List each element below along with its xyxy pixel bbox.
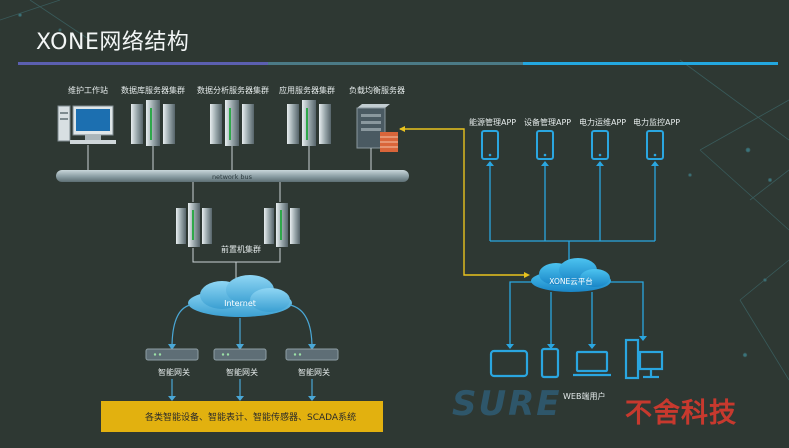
web-arrowheads [506,336,647,349]
apps-cloud-tree [489,163,656,262]
header-bar-teal [268,62,523,65]
cloud-arrowhead [524,272,530,278]
lb-arrowhead [399,126,405,132]
app-phone-buttons [488,153,657,157]
front-cluster-right-icon [264,203,300,247]
web-users-label: WEB端用户 [563,392,606,401]
app-phone-icons [481,130,664,160]
network-bus-label: network bus [212,173,253,181]
app-server-cluster-icon [287,100,331,146]
header-bar-blue [523,62,778,65]
cloud-web-lines [509,281,644,348]
analysis-cluster-label: 数据分析服务器集群 [197,86,269,95]
front-cluster-connectors [192,182,281,282]
gateway-label-3: 智能网关 [298,368,330,377]
internet-label: Internet [224,299,256,308]
network-bus [56,170,409,182]
watermark-sure: SURE [452,384,562,424]
lb-server-label: 负载均衡服务器 [349,86,405,95]
front-cluster-label: 前置机集群 [221,245,261,254]
app-cluster-label: 应用服务器集群 [279,86,335,95]
app-label-energy: 能源管理APP [469,118,517,127]
watermark-company: 不舍科技 [625,398,737,429]
gateway-icon-1 [145,348,199,361]
background-network-decoration [0,0,789,381]
app-label-ops: 电力运维APP [579,118,627,127]
gateway-label-2: 智能网关 [226,368,258,377]
db-cluster-label: 数据库服务器集群 [121,86,185,95]
workstation-icon [57,105,116,144]
front-cluster-left-icon [176,203,212,247]
lb-cloud-link [400,128,528,276]
devices-box: 各类智能设备、智能表计、智能传感器、SCADA系统 [101,401,383,432]
xone-cloud-icon [531,258,611,292]
load-balancer-server-icon [356,104,398,152]
analysis-server-cluster-icon [210,100,254,146]
bus-connectors [87,145,372,170]
gateway-device-arrowheads [168,396,316,401]
app-label-equipment: 设备管理APP [524,118,572,127]
web-device-icons [489,338,664,380]
db-server-cluster-icon [131,100,175,146]
workstation-label: 维护工作站 [68,86,108,95]
gateway-label-1: 智能网关 [158,368,190,377]
apps-arrowheads [486,161,659,166]
internet-gateway-arrows [171,304,313,349]
arrow-heads [168,344,316,350]
app-label-monitor: 电力监控APP [633,118,681,127]
internet-cloud-icon [188,275,292,317]
gateway-icon-3 [285,348,339,361]
xone-cloud-label: XONE云平台 [549,276,592,286]
gateway-icon-2 [213,348,267,361]
header-bar-purple [18,62,268,65]
page-title: XONE网络结构 [36,30,190,55]
